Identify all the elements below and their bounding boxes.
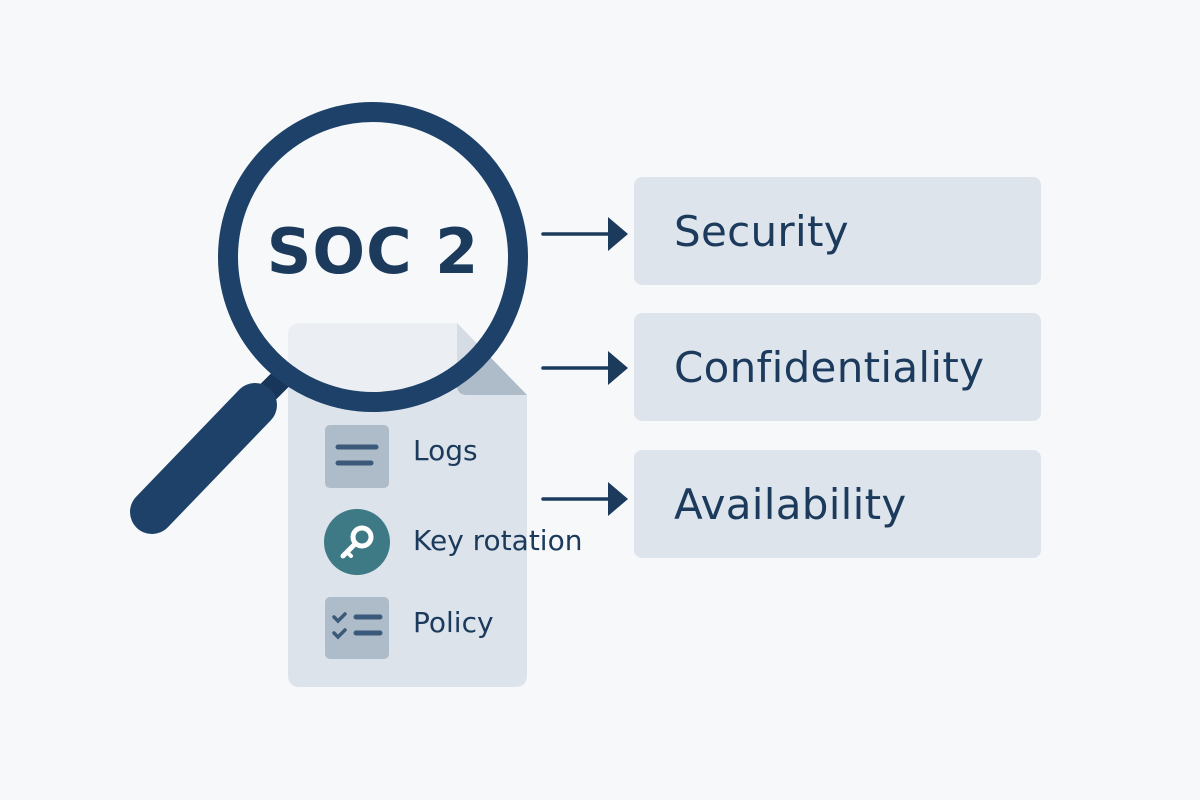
arrow-to-availability xyxy=(541,482,628,516)
criterion-availability: Availability xyxy=(634,450,1041,558)
arrow-to-confidentiality xyxy=(541,351,628,385)
checklist-icon xyxy=(325,597,389,659)
soc2-label: SOC 2 xyxy=(266,215,480,288)
key-icon xyxy=(324,509,390,575)
criterion-label: Confidentiality xyxy=(674,342,985,392)
item-policy: Policy xyxy=(413,606,494,639)
item-logs: Logs xyxy=(413,434,478,467)
arrow-to-security xyxy=(541,217,628,251)
magnifier-handle xyxy=(130,362,298,534)
item-key-rotation: Key rotation xyxy=(413,524,583,557)
criterion-security: Security xyxy=(634,177,1041,285)
criterion-label: Security xyxy=(674,206,849,256)
criterion-label: Availability xyxy=(674,479,907,529)
criterion-confidentiality: Confidentiality xyxy=(634,313,1041,421)
list-icon xyxy=(325,425,389,488)
magnifier-lens xyxy=(218,102,528,412)
